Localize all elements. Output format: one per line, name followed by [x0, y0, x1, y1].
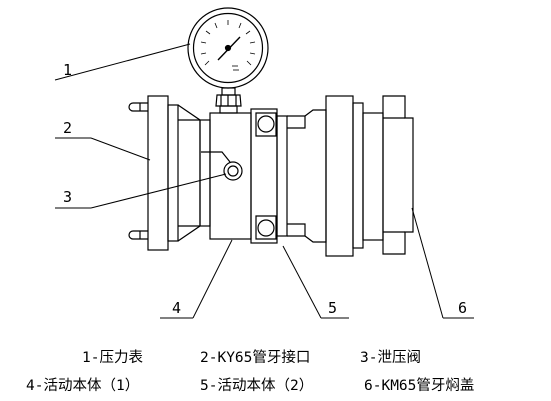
movable-body-2	[250, 108, 288, 244]
legend-item-4: 4-活动本体（1）	[26, 378, 140, 394]
legend-item-5: 5-活动本体（2）	[200, 378, 314, 394]
leader-lines	[54, 43, 474, 319]
callout-5: 5	[328, 299, 337, 317]
callout-1: 1	[63, 61, 72, 79]
callout-3: 3	[63, 188, 72, 206]
legend-item-1: 1-压力表	[82, 350, 143, 366]
legend-item-2: 2-KY65管牙接口	[200, 350, 311, 366]
callout-6: 6	[458, 299, 467, 317]
legend-item-6: 6-KM65管牙焖盖	[364, 378, 475, 394]
km65-cap	[287, 95, 414, 257]
gauge-stem	[215, 87, 242, 114]
callout-2: 2	[63, 119, 72, 137]
legend-item-3: 3-泄压阀	[360, 350, 421, 366]
left-coupling	[128, 95, 211, 251]
relief-valve	[201, 151, 243, 181]
pressure-gauge	[187, 7, 269, 89]
callout-4: 4	[172, 299, 181, 317]
